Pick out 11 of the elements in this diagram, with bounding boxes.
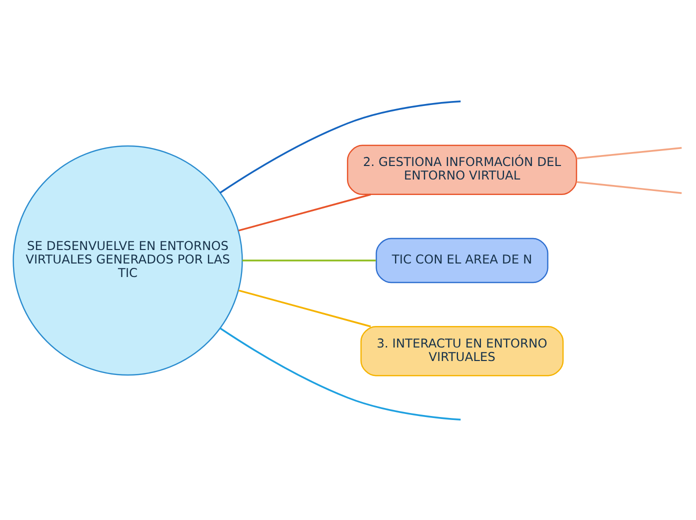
node-box: TIC CON EL AREA DE N bbox=[376, 237, 548, 283]
connector bbox=[220, 100, 461, 193]
connector bbox=[576, 180, 682, 194]
node-circle: SE DESENVUELVE EN ENTORNOS VIRTUALES GENERADOS POR LAS TIC bbox=[12, 144, 243, 376]
connector bbox=[238, 289, 371, 327]
node-box: 3. INTERACTU EN ENTORNO VIRTUALES bbox=[360, 326, 564, 376]
connector bbox=[220, 327, 461, 420]
connector bbox=[576, 146, 682, 159]
connector bbox=[238, 193, 371, 231]
connector bbox=[242, 259, 376, 261]
node-box: 2. GESTIONA INFORMACIÓN DEL ENTORNO VIRTUAL bbox=[346, 144, 578, 194]
